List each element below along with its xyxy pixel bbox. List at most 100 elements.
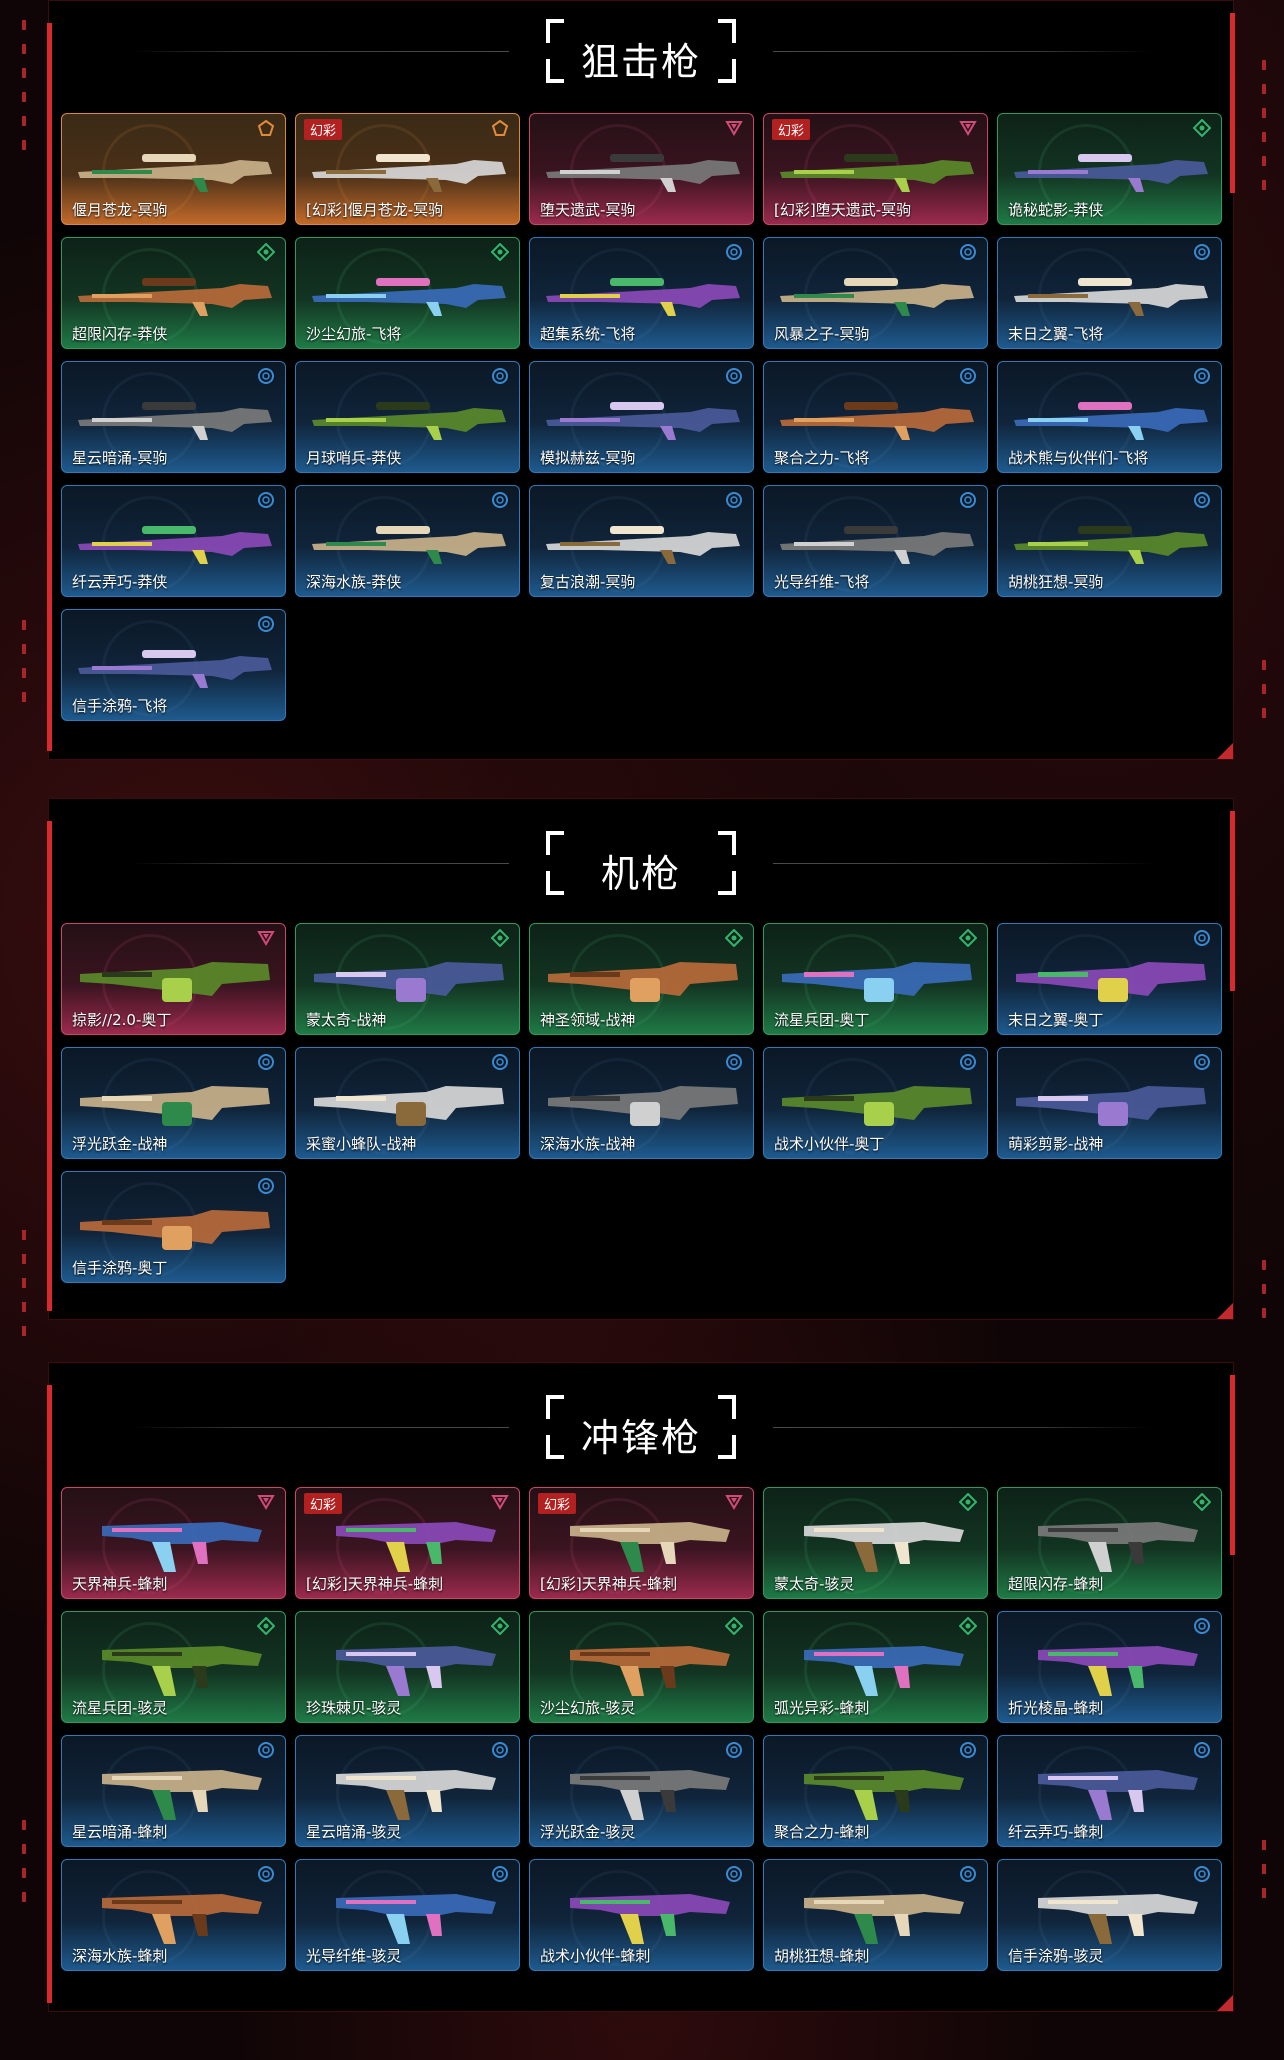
skin-card[interactable]: 光导纤维-飞将: [763, 485, 988, 597]
skin-card[interactable]: 天界神兵-蜂刺: [61, 1487, 286, 1599]
skin-card[interactable]: 掠影//2.0-奥丁: [61, 923, 286, 1035]
skin-name: 诡秘蛇影-莽侠: [1008, 201, 1104, 219]
skin-name: 珍珠棘贝-骇灵: [306, 1699, 402, 1717]
skin-card[interactable]: 战术小伙伴-蜂刺: [529, 1859, 754, 1971]
weapon-image: [72, 1188, 277, 1260]
skin-card[interactable]: 超限闪存-蜂刺: [997, 1487, 1222, 1599]
diamond-icon: [958, 1616, 978, 1636]
weapon-image: [774, 254, 979, 326]
skin-card[interactable]: 信手涂鸦-飞将: [61, 609, 286, 721]
circle-icon: [257, 367, 275, 385]
circle-icon: [1193, 1865, 1211, 1883]
skin-name: 风暴之子-冥驹: [774, 325, 870, 343]
circle-icon: [959, 367, 977, 385]
skin-card[interactable]: 幻彩[幻彩]天界神兵-蜂刺: [295, 1487, 520, 1599]
weapon-image: [540, 1752, 745, 1824]
corner-decor: [1217, 743, 1233, 759]
skin-card[interactable]: 幻彩[幻彩]天界神兵-蜂刺: [529, 1487, 754, 1599]
skin-name: 蒙太奇-骇灵: [774, 1575, 855, 1593]
skin-card[interactable]: 胡桃狂想-冥驹: [997, 485, 1222, 597]
weapon-image: [306, 1628, 511, 1700]
skin-name: [幻彩]偃月苍龙-冥驹: [306, 201, 444, 219]
section-title: 机枪: [600, 852, 681, 896]
skin-card[interactable]: 幻彩[幻彩]堕天遗武-冥驹: [763, 113, 988, 225]
header-line-right: [773, 51, 1153, 52]
skin-card[interactable]: 光导纤维-骇灵: [295, 1859, 520, 1971]
skin-card[interactable]: 星云暗涌-冥驹: [61, 361, 286, 473]
skin-card[interactable]: 珍珠棘贝-骇灵: [295, 1611, 520, 1723]
skin-card[interactable]: 深海水族-蜂刺: [61, 1859, 286, 1971]
skin-card[interactable]: 聚合之力-飞将: [763, 361, 988, 473]
skin-card[interactable]: 模拟赫兹-冥驹: [529, 361, 754, 473]
skin-card[interactable]: 偃月苍龙-冥驹: [61, 113, 286, 225]
skin-card[interactable]: 聚合之力-蜂刺: [763, 1735, 988, 1847]
skin-card[interactable]: 深海水族-莽侠: [295, 485, 520, 597]
skin-card[interactable]: 星云暗涌-蜂刺: [61, 1735, 286, 1847]
skin-name: 萌彩剪影-战神: [1008, 1135, 1104, 1153]
skin-card[interactable]: 堕天遗武-冥驹: [529, 113, 754, 225]
skin-card[interactable]: 胡桃狂想-蜂刺: [763, 1859, 988, 1971]
skin-card[interactable]: 浮光跃金-战神: [61, 1047, 286, 1159]
weapon-image: [306, 378, 511, 450]
circle-icon: [257, 491, 275, 509]
skin-name: 深海水族-战神: [540, 1135, 636, 1153]
weapon-image: [540, 502, 745, 574]
skin-name: 折光棱晶-蜂刺: [1008, 1699, 1104, 1717]
skin-card[interactable]: 幻彩[幻彩]偃月苍龙-冥驹: [295, 113, 520, 225]
skin-name: 信手涂鸦-飞将: [72, 697, 168, 715]
skin-name: 战术小伙伴-奥丁: [774, 1135, 885, 1153]
weapon-image: [72, 378, 277, 450]
diamond-icon: [724, 928, 744, 948]
skin-card[interactable]: 蒙太奇-骇灵: [763, 1487, 988, 1599]
skin-grid: 偃月苍龙-冥驹 幻彩[幻彩]偃月苍龙-冥驹 堕天遗武-冥驹 幻彩[幻彩]堕天遗武…: [61, 113, 1222, 721]
corner-decor: [1217, 1303, 1233, 1319]
skin-card[interactable]: 末日之翼-奥丁: [997, 923, 1222, 1035]
skin-card[interactable]: 神圣领域-战神: [529, 923, 754, 1035]
circle-icon: [725, 1053, 743, 1071]
skin-card[interactable]: 纤云弄巧-蜂刺: [997, 1735, 1222, 1847]
weapon-image: [1008, 254, 1213, 326]
diamond-icon: [256, 1616, 276, 1636]
skin-card[interactable]: 蒙太奇-战神: [295, 923, 520, 1035]
weapon-image: [774, 1064, 979, 1136]
skin-card[interactable]: 信手涂鸦-骇灵: [997, 1859, 1222, 1971]
skin-card[interactable]: 战术熊与伙伴们-飞将: [997, 361, 1222, 473]
skin-card[interactable]: 沙尘幻旅-飞将: [295, 237, 520, 349]
right-decor-dashes-2: [1262, 660, 1266, 732]
skin-name: 复古浪潮-冥驹: [540, 573, 636, 591]
skin-card[interactable]: 末日之翼-飞将: [997, 237, 1222, 349]
circle-icon: [257, 1053, 275, 1071]
circle-icon: [257, 1741, 275, 1759]
skin-name: 星云暗涌-蜂刺: [72, 1823, 168, 1841]
weapon-image: [774, 1752, 979, 1824]
skin-card[interactable]: 纤云弄巧-莽侠: [61, 485, 286, 597]
skin-card[interactable]: 战术小伙伴-奥丁: [763, 1047, 988, 1159]
skin-card[interactable]: 采蜜小蜂队-战神: [295, 1047, 520, 1159]
circle-icon: [959, 491, 977, 509]
skin-card[interactable]: 诡秘蛇影-莽侠: [997, 113, 1222, 225]
skin-card[interactable]: 星云暗涌-骇灵: [295, 1735, 520, 1847]
section-title: 狙击枪: [580, 40, 701, 84]
skin-card[interactable]: 流星兵团-骇灵: [61, 1611, 286, 1723]
skin-card[interactable]: 复古浪潮-冥驹: [529, 485, 754, 597]
skin-card[interactable]: 超集系统-飞将: [529, 237, 754, 349]
skin-card[interactable]: 弧光异彩-蜂刺: [763, 1611, 988, 1723]
skin-name: [幻彩]天界神兵-蜂刺: [540, 1575, 678, 1593]
skin-card[interactable]: 萌彩剪影-战神: [997, 1047, 1222, 1159]
skin-card[interactable]: 超限闪存-莽侠: [61, 237, 286, 349]
skin-card[interactable]: 流星兵团-奥丁: [763, 923, 988, 1035]
skin-name: 纤云弄巧-莽侠: [72, 573, 168, 591]
skin-card[interactable]: 深海水族-战神: [529, 1047, 754, 1159]
weapon-image: [540, 254, 745, 326]
skin-name: 星云暗涌-骇灵: [306, 1823, 402, 1841]
skin-name: 浮光跃金-骇灵: [540, 1823, 636, 1841]
skin-card[interactable]: 月球哨兵-莽侠: [295, 361, 520, 473]
skin-card[interactable]: 沙尘幻旅-骇灵: [529, 1611, 754, 1723]
variant-tag: 幻彩: [304, 1493, 343, 1514]
header-line-left: [129, 863, 509, 864]
skin-card[interactable]: 折光棱晶-蜂刺: [997, 1611, 1222, 1723]
skin-card[interactable]: 浮光跃金-骇灵: [529, 1735, 754, 1847]
skin-card[interactable]: 信手涂鸦-奥丁: [61, 1171, 286, 1283]
circle-icon: [725, 1741, 743, 1759]
skin-card[interactable]: 风暴之子-冥驹: [763, 237, 988, 349]
